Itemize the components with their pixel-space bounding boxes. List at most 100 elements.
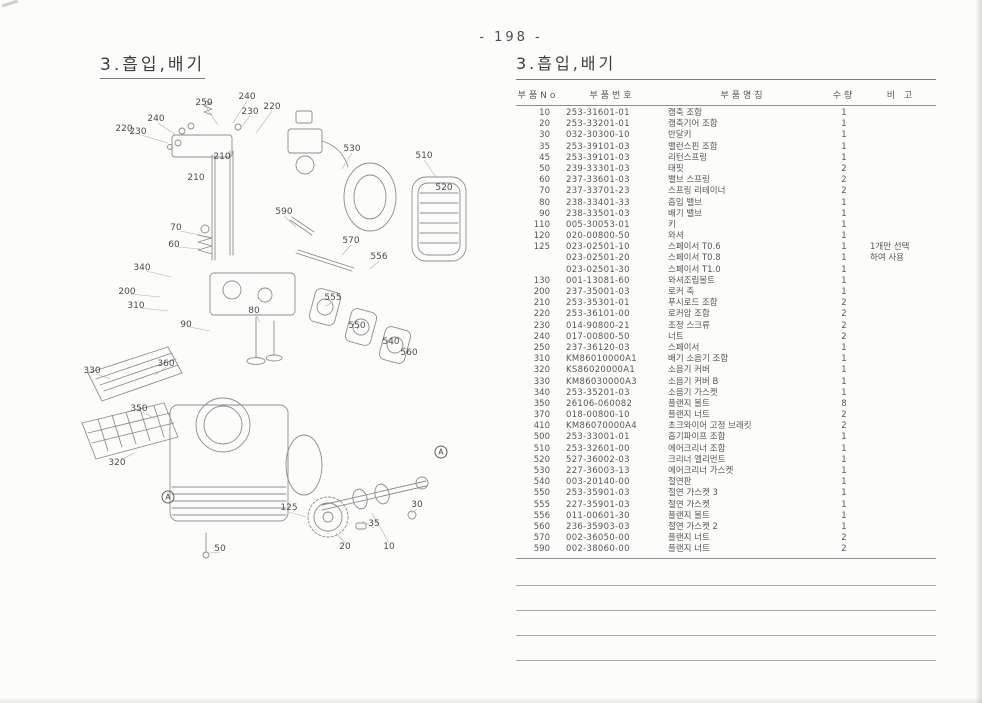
part-remarks-cell <box>866 265 936 276</box>
part-callout-number: 340 <box>133 263 151 273</box>
part-callout-number: 125 <box>280 503 298 513</box>
part-name-cell: 플랜지 볼트 <box>668 398 710 409</box>
part-no-cell: 520 <box>533 454 550 465</box>
header-part-name: 부품명칭 <box>720 91 766 101</box>
part-number-cell: 253-33001-01 <box>566 432 630 443</box>
part-qty-cell: 2 <box>841 175 847 186</box>
part-no-cell: 35 <box>539 141 550 152</box>
exploded-diagram-drawing <box>81 100 467 559</box>
part-remarks-cell <box>866 309 936 320</box>
part-callout-number: 20 <box>339 542 351 552</box>
ruled-line <box>516 635 936 636</box>
part-number-cell: 023-02501-30 <box>566 264 630 275</box>
part-number-cell: 032-30300-10 <box>566 130 630 141</box>
part-remarks-cell <box>866 153 936 164</box>
part-remarks-cell <box>866 321 936 332</box>
part-callout-number: 555 <box>324 293 342 303</box>
circled-reference-mark: A <box>161 490 175 504</box>
header-qty: 수량 <box>832 91 856 101</box>
part-name-cell: 절연판 <box>668 477 692 488</box>
part-callout-number: 330 <box>83 366 101 376</box>
part-no-cell: 120 <box>533 231 550 242</box>
part-number-cell: KM86030000A3 <box>566 376 637 387</box>
part-callout-number: 220 <box>115 124 133 134</box>
part-number-cell: 002-38060-00 <box>566 544 630 555</box>
part-name-cell: 흡입 밸브 <box>668 197 702 208</box>
part-qty-cell: 2 <box>841 410 847 421</box>
part-qty-cell: 1 <box>841 387 847 398</box>
part-name-cell: 와셔조립볼트 <box>668 275 715 286</box>
scan-edge-shadow-bottom <box>0 698 982 703</box>
section-title-right: 3.흡입,배기 <box>516 54 617 73</box>
part-callout-number: 230 <box>129 127 147 137</box>
part-no-cell: 555 <box>533 499 550 510</box>
table-row: 350 26106-060082 플랜지 볼트 8 <box>516 399 936 410</box>
part-no-cell: 556 <box>533 510 550 521</box>
part-remarks-cell <box>866 142 936 153</box>
part-no-cell: 370 <box>533 410 550 421</box>
part-name-cell: 밸런스핀 조합 <box>668 141 718 152</box>
part-qty-cell: 2 <box>841 331 847 342</box>
part-no-cell: 350 <box>533 398 550 409</box>
part-callout-number: 540 <box>382 337 400 347</box>
part-qty-cell: 1 <box>841 264 847 275</box>
part-remarks-cell: 하여 사용 <box>870 253 904 264</box>
part-no-cell: 240 <box>533 331 550 342</box>
part-number-cell: 023-02501-10 <box>566 242 630 253</box>
part-number-cell: 003-20140-00 <box>566 477 630 488</box>
part-callout-number: 320 <box>108 458 126 468</box>
part-callout-number: 520 <box>435 183 453 193</box>
table-row: 550 253-35901-03 절연 가스켓 3 1 <box>516 488 936 499</box>
table-row: 330 KM86030000A3 소음기 커버 B 1 <box>516 377 936 388</box>
part-number-cell: 014-90800-21 <box>566 320 630 331</box>
part-no-cell: 110 <box>533 219 550 230</box>
part-number-cell: 26106-060082 <box>566 398 633 409</box>
header-part-number: 부품번호 <box>589 91 635 101</box>
part-no-cell: 45 <box>539 152 550 163</box>
part-number-cell: 018-00800-10 <box>566 410 630 421</box>
part-no-cell: 210 <box>533 298 550 309</box>
part-qty-cell: 1 <box>841 488 847 499</box>
table-row: 555 227-35901-03 절연 가스켓 1 <box>516 500 936 511</box>
part-name-cell: 로커 축 <box>668 287 695 297</box>
part-qty-cell: 2 <box>841 298 847 309</box>
part-callout-number: 50 <box>214 544 226 554</box>
part-name-cell: 반달키 <box>668 130 692 141</box>
table-row: 520 527-36002-03 크리너 엘리먼트 1 <box>516 455 936 466</box>
part-callout-number: 240 <box>238 92 256 102</box>
part-qty-cell: 1 <box>841 287 847 297</box>
part-qty-cell: 2 <box>841 544 847 555</box>
part-remarks-cell <box>866 522 936 533</box>
part-remarks-cell: 1개만 선택 <box>870 242 910 253</box>
part-callout-number: 560 <box>400 348 418 358</box>
part-no-cell: 500 <box>533 432 550 443</box>
part-name-cell: 너트 <box>668 331 684 342</box>
part-number-cell: 253-39101-03 <box>566 152 630 163</box>
table-row: 110 005-30053-01 키 1 <box>516 220 936 231</box>
part-callout-number: 200 <box>118 287 136 297</box>
part-name-cell: 캠축기어 조합 <box>668 119 718 130</box>
part-number-cell: 253-32601-00 <box>566 443 630 454</box>
part-name-cell: 플랜지 너트 <box>668 533 710 544</box>
part-remarks-cell <box>866 365 936 376</box>
part-callout-number: 30 <box>411 500 423 510</box>
part-no-cell: 560 <box>533 521 550 532</box>
page-number: - 198 - <box>479 30 543 45</box>
part-no-cell: 70 <box>539 186 550 197</box>
part-qty-cell: 1 <box>841 275 847 286</box>
part-remarks-cell <box>866 231 936 242</box>
part-number-cell: 020-00800-50 <box>566 231 630 242</box>
part-callout-number: 220 <box>263 102 281 112</box>
parts-table-body: 10 253-31601-01 캠축 조합 1 20 253-33201-01 … <box>516 106 936 559</box>
part-number-cell: 002-36050-00 <box>566 533 630 544</box>
table-row: 320 KS86020000A1 소음기 커버 1 <box>516 365 936 376</box>
part-remarks-cell <box>866 198 936 209</box>
part-name-cell: 플랜지 볼트 <box>668 510 710 521</box>
part-qty-cell: 1 <box>841 521 847 532</box>
part-no-cell: 90 <box>539 208 550 219</box>
part-no-cell: 340 <box>533 387 550 398</box>
part-name-cell: 에어크리너 조합 <box>668 443 726 454</box>
table-row: 80 238-33401-33 흡입 밸브 1 <box>516 198 936 209</box>
part-remarks-cell <box>866 488 936 499</box>
